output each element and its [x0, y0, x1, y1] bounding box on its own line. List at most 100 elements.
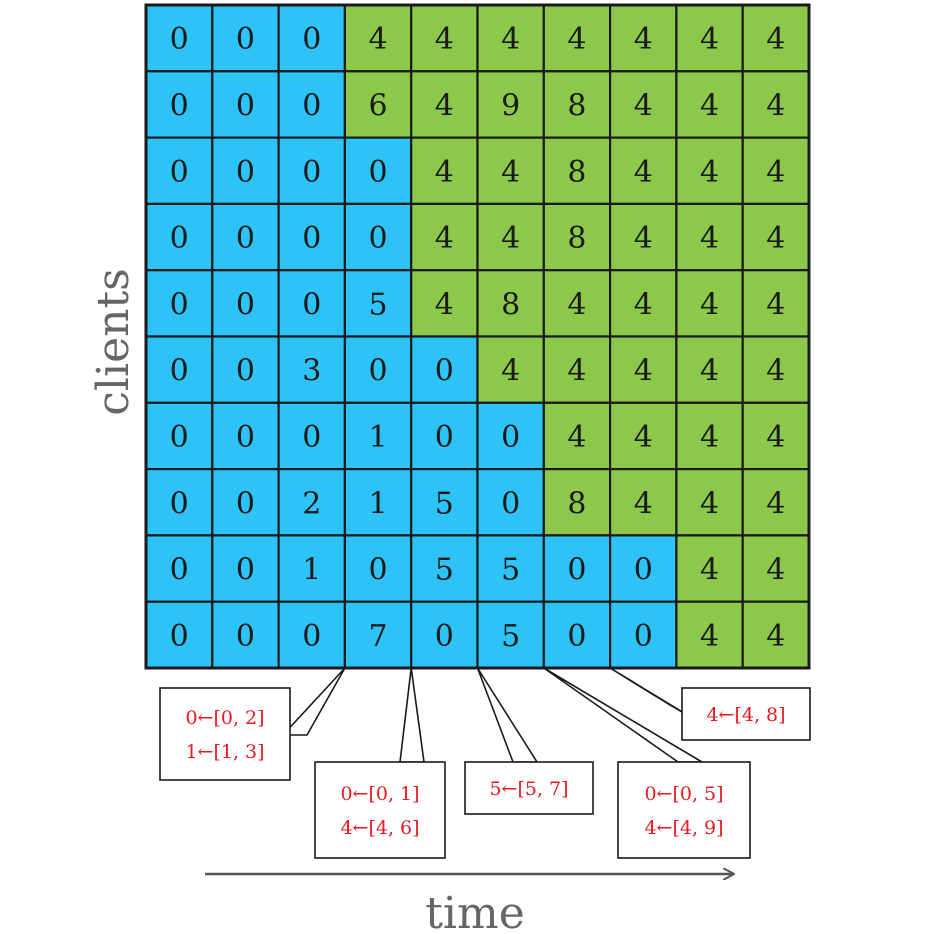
cell-value: 4 [766, 221, 785, 256]
callout-box [159, 687, 291, 781]
x-axis-label: time [425, 888, 525, 934]
grid-cell [608, 534, 678, 603]
grid-cell [476, 335, 545, 404]
cell-value: 0 [236, 155, 255, 190]
grid-cell [542, 136, 612, 206]
grid-cell [476, 600, 545, 670]
callout-box [314, 761, 446, 859]
cell-value: 4 [501, 221, 520, 256]
callout-pointer [543, 667, 705, 763]
callout-pointer [399, 667, 425, 763]
cell-value: 0 [501, 486, 520, 521]
grid-cell [211, 70, 280, 139]
callout-text: 4←[4, 8] [706, 704, 785, 726]
cell-value: 0 [170, 420, 189, 455]
grid-cell [476, 269, 545, 338]
cell-value: 4 [369, 22, 388, 57]
cell-value: 4 [435, 155, 454, 190]
cell-value: 0 [302, 22, 321, 57]
cell-value: 4 [634, 287, 653, 322]
y-axis-label: clients [88, 268, 139, 415]
cell-value: 0 [302, 420, 321, 455]
cell-value: 4 [567, 420, 586, 455]
cell-value: 0 [302, 619, 321, 654]
cell-value: 4 [634, 420, 653, 455]
grid-cell [542, 468, 612, 537]
cell-value: 0 [236, 486, 255, 521]
cell-value: 0 [634, 553, 653, 588]
callout-text: 1←[1, 3] [185, 741, 264, 763]
callout-text: 0←[0, 5] [644, 783, 723, 805]
cell-value: 0 [369, 553, 388, 588]
cell-value: 0 [236, 354, 255, 389]
cell-value: 4 [634, 88, 653, 123]
cell-value: 4 [766, 420, 785, 455]
callout-text: 5←[5, 7] [489, 778, 568, 800]
cell-value: 8 [501, 287, 520, 322]
cell-value: 4 [567, 354, 586, 389]
cell-value: 4 [634, 221, 653, 256]
grid-cell [675, 136, 744, 206]
cell-value: 4 [700, 88, 719, 123]
grid-cell [343, 401, 413, 471]
cell-value: 0 [170, 221, 189, 256]
cell-value: 4 [700, 221, 719, 256]
grid-cell [741, 3, 811, 73]
cell-value: 4 [766, 619, 785, 654]
cell-value: 4 [700, 619, 719, 654]
cell-value: 0 [170, 553, 189, 588]
grid-cell [476, 70, 545, 139]
callout-text: 0←[0, 1] [340, 783, 419, 805]
cell-value: 4 [501, 155, 520, 190]
cell-value: 4 [567, 22, 586, 57]
grid-cell [542, 401, 612, 471]
callout-box [681, 687, 811, 741]
cell-value: 0 [501, 420, 520, 455]
cell-value: 0 [236, 221, 255, 256]
grid-cell [476, 401, 545, 471]
grid-cell [608, 269, 678, 338]
cell-value: 6 [369, 88, 388, 123]
cell-value: 0 [236, 553, 255, 588]
grid-cell [277, 335, 347, 404]
grid-cell [741, 70, 811, 139]
cell-value: 4 [634, 155, 653, 190]
callout-text: 0←[0, 2] [185, 707, 264, 729]
cell-value: 0 [435, 420, 454, 455]
cell-value: 0 [170, 155, 189, 190]
grid-cell [476, 468, 545, 537]
cell-value: 5 [501, 553, 520, 588]
cell-value: 4 [435, 221, 454, 256]
callout-pointer [476, 667, 539, 763]
grid-cell [675, 335, 744, 404]
cell-value: 1 [369, 486, 388, 521]
callout-boxes: 0←[0, 2] 1←[1, 3] 0←[0, 1] 4←[4, 6] 5←[5, 7]… [159, 687, 811, 859]
grid-cell [675, 269, 744, 338]
cell-value: 8 [567, 486, 586, 521]
cell-value: 2 [302, 486, 321, 521]
callout-connectors [281, 667, 705, 763]
cell-value: 0 [567, 553, 586, 588]
cell-value: 4 [766, 155, 785, 190]
cell-value: 4 [634, 486, 653, 521]
grid-cell [410, 335, 479, 404]
cell-value: 0 [435, 619, 454, 654]
cell-value: 8 [567, 221, 586, 256]
cell-value: 0 [170, 354, 189, 389]
callout-text: 4←[4, 9] [644, 817, 723, 839]
cell-value: 0 [170, 22, 189, 57]
cell-value: 0 [302, 155, 321, 190]
cell-value: 0 [236, 420, 255, 455]
callout-text: 4←[4, 6] [340, 817, 419, 839]
cell-value: 0 [236, 88, 255, 123]
cell-value: 0 [435, 354, 454, 389]
cell-value: 4 [501, 354, 520, 389]
cell-value: 0 [369, 155, 388, 190]
cell-value: 4 [700, 420, 719, 455]
cell-value: 4 [435, 287, 454, 322]
cell-value: 4 [766, 354, 785, 389]
grid-cell [211, 269, 280, 338]
cell-value: 0 [369, 221, 388, 256]
cell-value: 4 [700, 22, 719, 57]
